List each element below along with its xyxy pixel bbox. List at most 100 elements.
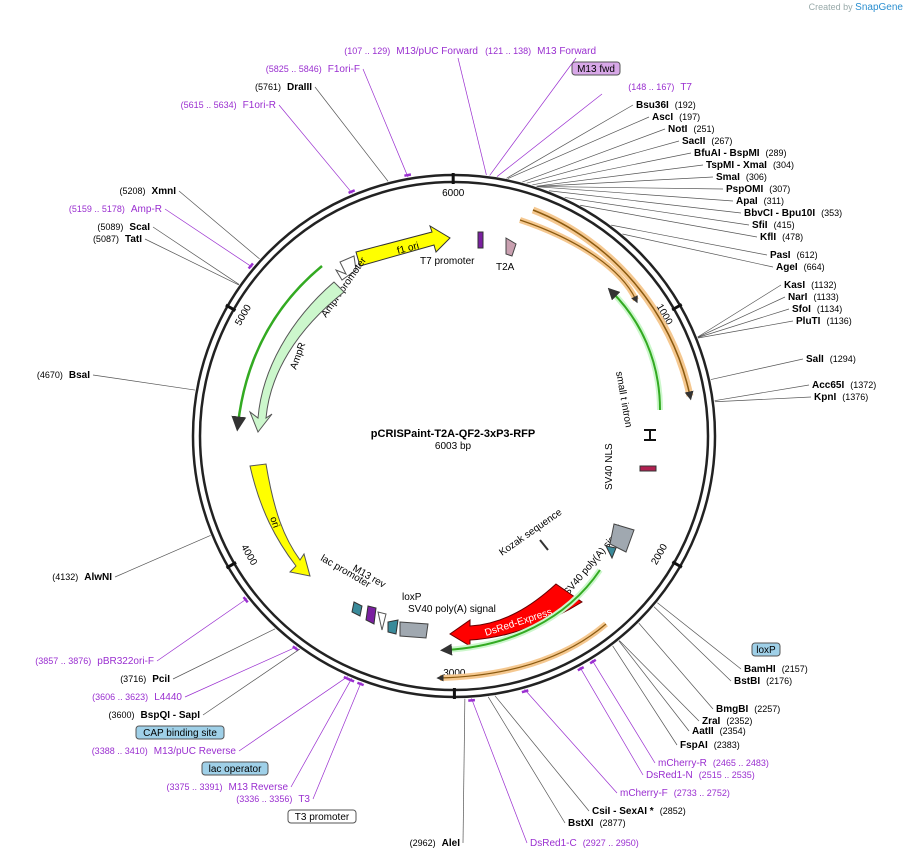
- site-position: (121 .. 138): [485, 46, 531, 56]
- plasmid-name: pCRISPaint-T2A-QF2-3xP3-RFP: [371, 428, 535, 440]
- svg-text:Bsu36I(192): Bsu36I(192): [636, 100, 696, 111]
- svg-text:BamHI(2157): BamHI(2157): [744, 664, 808, 675]
- primer-mark: [247, 262, 254, 270]
- site-name: SmaI: [716, 172, 740, 183]
- site-name: NarI: [788, 292, 808, 303]
- site-position: (2962): [410, 838, 436, 848]
- site-bstxi: BstXI(2877): [568, 818, 626, 829]
- site-position: (311): [764, 196, 784, 206]
- svg-text:(3336 .. 3356)T3: (3336 .. 3356)T3: [236, 794, 310, 805]
- site-position: (2383): [714, 740, 740, 750]
- leader-line: [611, 224, 768, 256]
- leader-line: [202, 648, 301, 716]
- site-name: ApaI: [736, 196, 758, 207]
- lac-promoter-feature: [365, 605, 377, 625]
- tag-m13-fwd: M13 fwd: [571, 61, 621, 76]
- svg-text:DsRed1-C(2927 .. 2950): DsRed1-C (2927 .. 2950): [530, 838, 639, 849]
- tick-4000: [225, 561, 237, 570]
- leader-line: [524, 689, 618, 794]
- site-position: (2176): [766, 676, 792, 686]
- leader-line: [653, 606, 732, 682]
- leader-line: [522, 128, 666, 183]
- tick-5000: [225, 303, 237, 312]
- svg-text:(3857 .. 3876)pBR322ori-F: (3857 .. 3876)pBR322ori-F: [35, 656, 154, 667]
- svg-text:lac operator: lac operator: [209, 764, 262, 775]
- primer-mark: [242, 596, 249, 604]
- svg-text:NotI(251): NotI (251): [668, 124, 714, 135]
- leader-line: [564, 197, 750, 226]
- site-position: (2852): [660, 806, 686, 816]
- site-position: (3716): [120, 674, 146, 684]
- sv40-nls-label: SV40 NLS: [604, 443, 615, 490]
- site-asci: AscI(197): [652, 112, 700, 123]
- site-position: (3388 .. 3410): [92, 746, 148, 756]
- svg-text:SfiI(415): SfiI(415): [752, 220, 795, 231]
- site-name: BstXI: [568, 818, 594, 829]
- tick-label: 2000: [649, 542, 670, 567]
- site-f1ori-r: (5615 .. 5634)F1ori-R: [181, 100, 276, 111]
- site-name: ScaI: [129, 222, 150, 233]
- leader-line: [278, 104, 353, 194]
- leader-line: [548, 190, 742, 214]
- svg-text:(3600)BspQI - SapI: (3600)BspQI - SapI: [109, 710, 201, 721]
- site-position: (2354): [720, 726, 746, 736]
- kozak-feature: [539, 539, 549, 551]
- site-mcherry-r: mCherry-R(2465 .. 2483): [658, 758, 769, 769]
- site-position: (251): [693, 124, 714, 134]
- site-tati: (5087)TatI: [93, 234, 142, 245]
- primer-mark: [348, 189, 356, 195]
- site-position: (1132): [811, 280, 836, 290]
- site-smai: SmaI(306): [716, 172, 767, 183]
- leader-line: [697, 296, 786, 338]
- site-sali: SalI(1294): [806, 354, 856, 365]
- svg-text:(5615 .. 5634)F1ori-R: (5615 .. 5634)F1ori-R: [181, 100, 276, 111]
- site-bmgbi: BmgBI(2257): [716, 704, 780, 715]
- loxp-inner-label: loxP: [402, 592, 422, 603]
- site-sfoi: SfoI(1134): [792, 304, 842, 315]
- site-name: SfiI: [752, 220, 768, 231]
- svg-text:ApaI(311): ApaI (311): [736, 196, 784, 207]
- primer-mark: [292, 645, 299, 652]
- svg-text:Acc65I(1372): Acc65I(1372): [812, 380, 876, 391]
- site-position: (4132): [52, 572, 78, 582]
- site-position: (148 .. 167): [628, 82, 674, 92]
- site-name: FspAI: [680, 740, 708, 751]
- site-name: KflI: [760, 232, 776, 243]
- svg-text:(148 .. 167)T7: (148 .. 167)T7: [628, 82, 692, 93]
- site-agei: AgeI(664): [776, 262, 825, 273]
- svg-text:TspMI - XmaI(304): TspMI - XmaI(304): [706, 160, 794, 171]
- svg-text:(5159 .. 5178)Amp-R: (5159 .. 5178)Amp-R: [69, 204, 162, 215]
- site-position: (5825 .. 5846): [266, 64, 322, 74]
- leader-line: [487, 696, 566, 824]
- site-fspai: FspAI (2383): [680, 740, 740, 751]
- svg-text:(5208)XmnI: (5208)XmnI: [120, 186, 177, 197]
- m13-rev-feature: [351, 601, 363, 617]
- site-nari: NarI (1133): [788, 292, 839, 303]
- orange-arc-top-2: [519, 219, 638, 304]
- loxp-inner-feature: [387, 619, 399, 635]
- svg-text:CsiI - SexAI *(2852): CsiI - SexAI *(2852): [592, 806, 686, 817]
- site-t7: (148 .. 167)T7: [628, 82, 692, 93]
- site-name: DsRed1-C: [530, 838, 577, 849]
- site-position: (1133): [813, 292, 838, 302]
- site-name: PciI: [152, 674, 170, 685]
- site-position: (2927 .. 2950): [583, 838, 639, 848]
- svg-text:(5089)ScaI: (5089)ScaI: [97, 222, 150, 233]
- site-name: NotI: [668, 124, 688, 135]
- site-position: (307): [769, 184, 790, 194]
- primer-mark: [577, 666, 585, 672]
- ampr-promoter-feature: [334, 255, 357, 281]
- site-position: (3375 .. 3391): [166, 782, 222, 792]
- site-name: M13 Forward: [537, 46, 596, 57]
- site-bsai: (4670)BsaI: [37, 370, 90, 381]
- plasmid-size: 6003 bp: [435, 441, 472, 452]
- loxp-right-feature: [605, 545, 617, 560]
- site-scai: (5089)ScaI: [97, 222, 150, 233]
- site-position: (2465 .. 2483): [713, 758, 769, 768]
- site-name: AgeI: [776, 262, 798, 273]
- t2a-label: T2A: [496, 262, 515, 273]
- svg-text:(5087)TatI: (5087)TatI: [93, 234, 142, 245]
- site-position: (1136): [826, 316, 851, 326]
- leader-line: [714, 384, 810, 402]
- leader-line: [506, 104, 634, 179]
